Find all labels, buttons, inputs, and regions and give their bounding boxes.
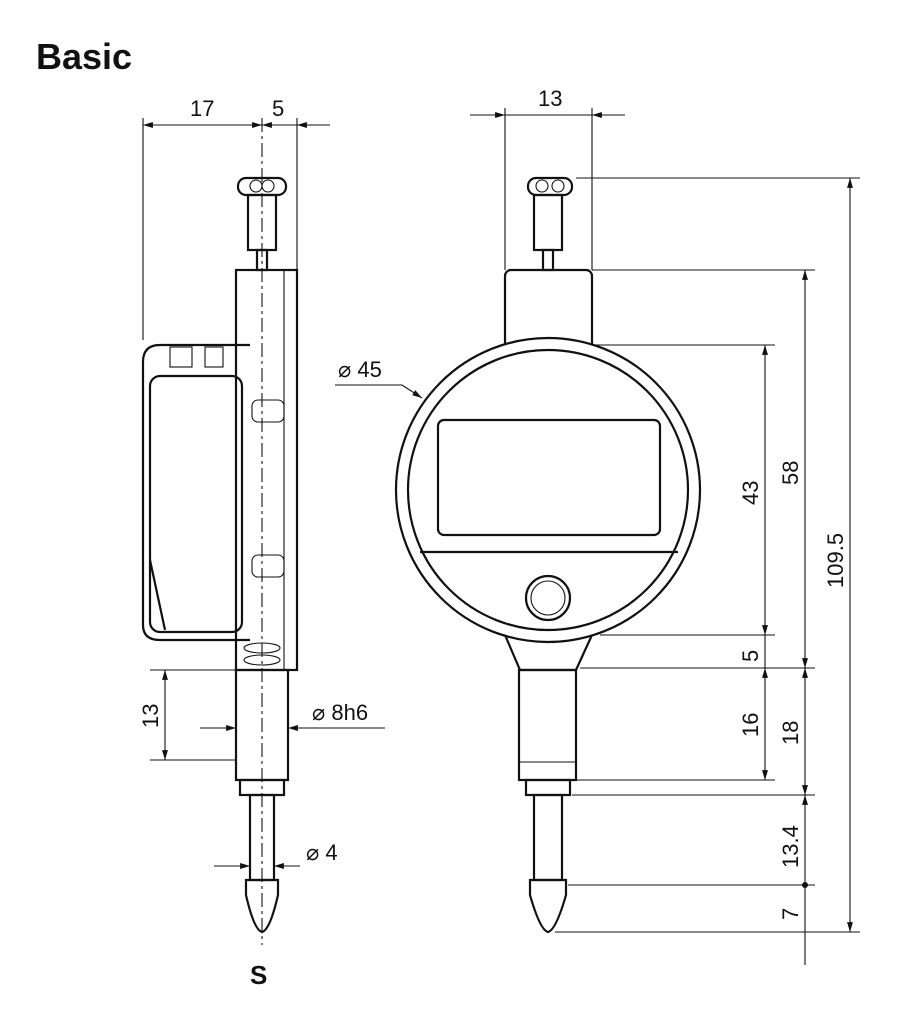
- dim-8h6: ⌀ 8h6: [312, 700, 368, 725]
- dim-13-stem: 13: [138, 704, 163, 728]
- dim-5-top: 5: [272, 96, 284, 121]
- dim-43: 43: [738, 481, 763, 505]
- dim-17: 17: [190, 96, 214, 121]
- dim-4: ⌀ 4: [306, 840, 338, 865]
- dim-7: 7: [778, 908, 803, 920]
- dim-13-cap: 13: [538, 86, 562, 111]
- dim-109-5: 109.5: [823, 533, 848, 588]
- side-view: 17 5 13 ⌀ 8h6 ⌀ 4 S: [138, 96, 385, 990]
- dim-18: 18: [778, 721, 803, 745]
- dim-45: ⌀ 45: [338, 357, 382, 382]
- view-label-s: S: [250, 960, 267, 990]
- front-view: 13 ⌀ 45 43 5 16 58 18 13.4 7 109.5: [335, 86, 860, 965]
- dim-5-neck: 5: [738, 650, 763, 662]
- dim-13-4: 13.4: [778, 825, 803, 868]
- dim-16: 16: [738, 713, 763, 737]
- dim-58: 58: [778, 461, 803, 485]
- page-title: Basic: [36, 36, 133, 77]
